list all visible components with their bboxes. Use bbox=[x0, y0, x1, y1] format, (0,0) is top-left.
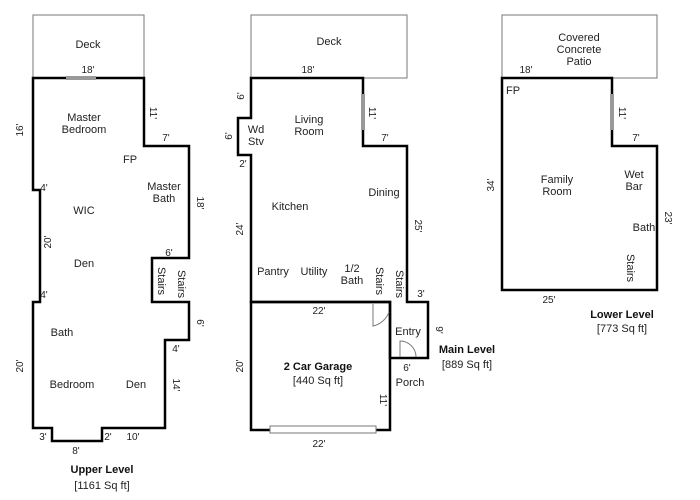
main-dining-label: Dining bbox=[368, 187, 399, 199]
main-dim-entry-top: 3' bbox=[417, 289, 425, 300]
main-living-room-label-line2: Room bbox=[294, 126, 323, 138]
lower-patio-label-line3: Patio bbox=[566, 56, 591, 68]
main-entry-label: Entry bbox=[395, 326, 421, 338]
lower-wet-bar-label-line1: Wet bbox=[624, 169, 643, 181]
lower-stairs-label: Stairs bbox=[624, 254, 636, 283]
main-dim-entry-bottom: 6' bbox=[403, 363, 411, 374]
lower-dim-left: 34' bbox=[486, 178, 497, 191]
upper-dim-notch-horizontal: 7' bbox=[162, 133, 170, 144]
main-dim-jog-bottom: 2' bbox=[239, 159, 247, 170]
main-level-plan: Deck Wd Stv Living Room Dining Kitchen P… bbox=[224, 14, 495, 450]
main-dim-notch-vertical: 11' bbox=[366, 107, 377, 119]
lower-bath-label: Bath bbox=[633, 222, 656, 234]
main-dim-bottom: 22' bbox=[312, 306, 325, 317]
upper-bath-label: Bath bbox=[51, 327, 74, 339]
lower-family-room-label-line2: Room bbox=[542, 186, 571, 198]
main-stairs-label-2: Stairs bbox=[393, 270, 405, 299]
lower-patio-label-line1: Covered bbox=[558, 32, 600, 44]
main-utility-label: Utility bbox=[301, 266, 328, 278]
upper-dim-bottom-jog: 2' bbox=[104, 432, 112, 443]
upper-dim-step-bottom: 4' bbox=[40, 290, 48, 301]
main-porch-label: Porch bbox=[396, 377, 425, 389]
upper-fireplace-label: FP bbox=[123, 154, 137, 166]
lower-dim-top: 18' bbox=[519, 65, 532, 76]
upper-den-bottom-label: Den bbox=[126, 379, 146, 391]
lower-dim-notch-vertical: 11' bbox=[616, 107, 627, 119]
upper-wic-label: WIC bbox=[73, 205, 94, 217]
upper-dim-left-top: 16' bbox=[15, 123, 26, 136]
garage-dim-bottom: 22' bbox=[312, 439, 325, 450]
main-dim-right: 25' bbox=[412, 219, 423, 232]
lower-patio-label-line2: Concrete bbox=[557, 44, 602, 56]
upper-dim-left-bottom: 20' bbox=[15, 359, 26, 372]
main-dim-jog-top: 6' bbox=[236, 92, 247, 100]
garage-dim-left: 20' bbox=[235, 359, 246, 372]
upper-master-bath-label-line1: Master bbox=[147, 181, 181, 193]
garage-area: [440 Sq ft] bbox=[293, 375, 343, 387]
upper-dim-bottom-center: 8' bbox=[72, 446, 80, 457]
main-dim-notch-horizontal: 7' bbox=[381, 133, 389, 144]
main-living-room-label-line1: Living bbox=[295, 114, 324, 126]
upper-master-bath-label-line2: Bath bbox=[153, 193, 176, 205]
upper-bedroom-label: Bedroom bbox=[50, 379, 95, 391]
entry-door-swing bbox=[399, 340, 417, 358]
garage-dim-right: 11' bbox=[377, 394, 388, 406]
garage-label: 2 Car Garage bbox=[284, 361, 352, 373]
main-kitchen-label: Kitchen bbox=[272, 201, 309, 213]
lower-wet-bar-label-line2: Bar bbox=[625, 181, 642, 193]
upper-dim-right: 18' bbox=[194, 196, 205, 209]
garage-entry-door-swing bbox=[372, 304, 390, 327]
garage-door bbox=[269, 425, 377, 434]
upper-level-title: Upper Level bbox=[71, 464, 134, 476]
main-dim-entry-side: 9' bbox=[433, 326, 444, 334]
main-dim-top: 18' bbox=[301, 65, 314, 76]
lower-family-room-label-line1: Family bbox=[541, 174, 574, 186]
upper-dim-notch-vertical: 11' bbox=[147, 107, 158, 119]
lower-dim-bottom: 25' bbox=[542, 295, 555, 306]
main-stairs-label-1: Stairs bbox=[373, 267, 385, 296]
main-level-area: [889 Sq ft] bbox=[442, 359, 492, 371]
upper-level-area: [1161 Sq ft] bbox=[74, 480, 129, 492]
upper-master-bedroom-label-line2: Bedroom bbox=[62, 124, 107, 136]
main-level-title: Main Level bbox=[439, 344, 495, 356]
upper-master-bedroom-label-line1: Master bbox=[67, 112, 101, 124]
main-dim-wood-stove: 6' bbox=[224, 132, 235, 140]
upper-dim-top: 18' bbox=[81, 65, 94, 76]
main-dim-left: 24' bbox=[235, 222, 246, 235]
lower-fireplace-label: FP bbox=[506, 85, 520, 97]
main-level-walls bbox=[236, 76, 430, 360]
upper-dim-bottom-right: 10' bbox=[126, 432, 139, 443]
main-half-bath-label-line2: Bath bbox=[341, 275, 364, 287]
upper-dim-right-bottom: 14' bbox=[170, 378, 181, 391]
upper-dim-left-middle: 20' bbox=[43, 235, 54, 248]
upper-stairs-label-2: Stairs bbox=[175, 270, 187, 299]
lower-level-area: [773 Sq ft] bbox=[597, 323, 647, 335]
main-wood-stove-label-line1: Wd bbox=[248, 124, 265, 136]
upper-den-top-label: Den bbox=[74, 258, 94, 270]
upper-dim-bottom-left: 3' bbox=[39, 432, 47, 443]
upper-dim-stair-step: 6' bbox=[165, 248, 173, 259]
main-half-bath-label-line1: 1/2 bbox=[344, 263, 359, 275]
lower-level-plan: Covered Concrete Patio FP Family Room We… bbox=[486, 14, 673, 335]
lower-dim-notch-horizontal: 7' bbox=[632, 133, 640, 144]
main-pantry-label: Pantry bbox=[257, 266, 289, 278]
main-wood-stove-label-line2: Stv bbox=[248, 136, 264, 148]
upper-deck-label: Deck bbox=[75, 39, 101, 51]
lower-level-title: Lower Level bbox=[590, 309, 654, 321]
upper-level-walls bbox=[31, 76, 191, 443]
main-deck-label: Deck bbox=[316, 36, 342, 48]
upper-dim-inset: 4' bbox=[172, 344, 180, 355]
upper-stairs-label-1: Stairs bbox=[155, 267, 167, 296]
lower-level-walls bbox=[500, 76, 659, 292]
lower-dim-right: 23' bbox=[662, 211, 673, 224]
upper-dim-step-top: 4' bbox=[40, 183, 48, 194]
upper-level-plan: Deck Master Bedroom FP Master Bath WIC D… bbox=[15, 14, 205, 492]
upper-dim-right-lower: 6' bbox=[194, 319, 205, 327]
